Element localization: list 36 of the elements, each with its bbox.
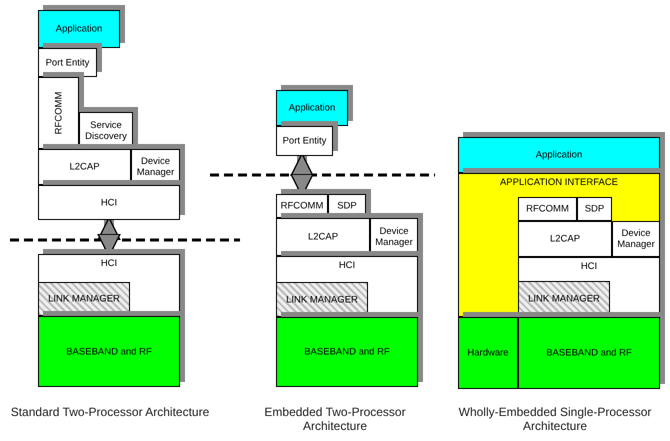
layer-label: HCI [580, 261, 598, 272]
layer-label: L2CAP [548, 234, 582, 244]
architecture-caption: Wholly-Embedded Single-Processor Architecture [458, 405, 652, 433]
layer-label: HCI [100, 197, 118, 208]
layer-label: BASEBAND and RF [545, 348, 633, 358]
layer-label: BASEBAND and RF [303, 346, 391, 358]
layer-label: BASEBAND and RF [65, 346, 153, 357]
layer-label: L2CAP [306, 232, 340, 242]
layer-label: RFCOMM [53, 92, 64, 134]
layer-label: Device Manager [136, 156, 176, 178]
layer-label: Device Manager [616, 228, 656, 250]
layer-label: Service Discovery [84, 120, 128, 142]
layer-label: Device Manager [374, 226, 414, 248]
layer-label: SDP [336, 200, 358, 212]
layer-label: L2CAP [68, 162, 101, 172]
architecture-caption: Embedded Two-Processor Architecture [263, 405, 407, 433]
layer-label: Application [54, 24, 104, 34]
layer-box [518, 197, 577, 221]
layer-label: LINK MANAGER [527, 294, 601, 304]
layer-label: Application [534, 150, 584, 160]
layer-label: Port Entity [282, 136, 328, 146]
layer-label: Hardware [466, 348, 510, 358]
layer-label: RFCOMM [525, 204, 570, 214]
layer-box [518, 221, 612, 257]
layer-box [612, 221, 660, 257]
layer-label: HCI [338, 260, 356, 271]
layer-label: LINK MANAGER [285, 294, 359, 305]
architecture-caption: Standard Two-Processor Architecture [10, 405, 210, 419]
layer-label: LINK MANAGER [47, 294, 121, 304]
layer-label: RFCOMM [280, 200, 324, 212]
layer-label: APPLICATION INTERFACE [498, 177, 620, 188]
layer-label: Port Entity [44, 57, 90, 68]
layer-label: SDP [584, 204, 606, 214]
layer-label: Application [288, 102, 336, 114]
layer-label: HCI [100, 258, 118, 269]
layer-box [577, 197, 612, 221]
